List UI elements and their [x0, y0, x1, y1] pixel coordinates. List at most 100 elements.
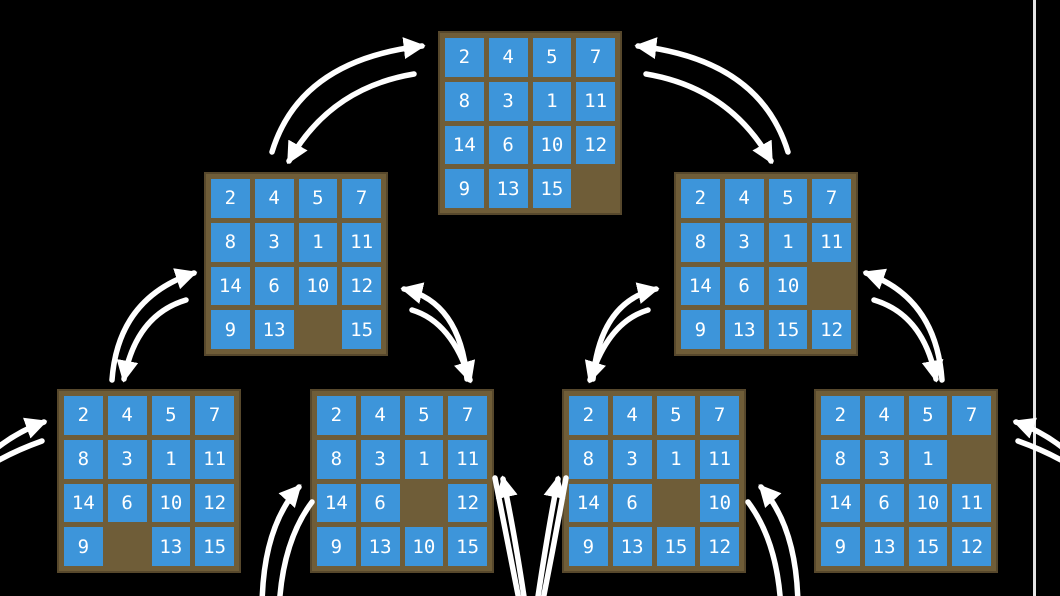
puzzle-tile-12: 12 [812, 310, 851, 349]
puzzle-tile-7: 7 [448, 396, 487, 435]
arrow-root-to-right-child [643, 71, 774, 165]
puzzle-tile-1: 1 [908, 439, 948, 479]
puzzle-tile-1: 1 [532, 81, 572, 121]
puzzle-tile-1: 1 [404, 439, 444, 479]
puzzle-tile-9: 9 [64, 527, 103, 566]
puzzle-tile-12: 12 [195, 483, 234, 523]
puzzle-tile-7: 7 [812, 179, 851, 218]
puzzle-tile-14: 14 [445, 125, 484, 165]
puzzle-tile-3: 3 [254, 222, 294, 262]
puzzle-tile-10: 10 [532, 125, 572, 165]
arrow-bottom1-to-left-child [109, 268, 198, 383]
puzzle-tile-5: 5 [404, 396, 444, 435]
puzzle-tile-2: 2 [821, 396, 860, 435]
puzzle-tile-1: 1 [656, 439, 696, 479]
blank-cell [952, 440, 991, 479]
puzzle-tile-15: 15 [342, 310, 381, 349]
arrow-offscreen-left-in [0, 417, 48, 450]
puzzle-tile-5: 5 [656, 396, 696, 435]
arrow-root-to-left-child [286, 71, 417, 165]
puzzle-tile-15: 15 [908, 527, 948, 566]
puzzle-tile-7: 7 [952, 396, 991, 435]
puzzle-tile-6: 6 [724, 266, 764, 306]
puzzle-tile-12: 12 [342, 266, 381, 306]
puzzle-tile-12: 12 [700, 527, 739, 566]
arrow-offscreen-right-out [1015, 438, 1060, 463]
puzzle-tile-14: 14 [317, 483, 356, 523]
puzzle-tile-10: 10 [700, 483, 739, 523]
puzzle-tile-15: 15 [195, 527, 234, 566]
puzzle-tile-5: 5 [298, 179, 338, 218]
arrow-center-up-toward-bottom3 [535, 475, 566, 596]
arrow-center-down-from-bottom2 [492, 475, 522, 596]
puzzle-tile-11: 11 [576, 81, 615, 121]
puzzle-tile-15: 15 [656, 527, 696, 566]
arrow-left-child-to-bottom1 [116, 297, 189, 383]
puzzle-tile-15: 15 [448, 527, 487, 566]
puzzle-tile-9: 9 [317, 527, 356, 566]
puzzle-tile-11: 11 [700, 439, 739, 479]
puzzle-tile-9: 9 [211, 310, 250, 349]
puzzle-tile-14: 14 [569, 483, 608, 523]
puzzle-tile-3: 3 [864, 439, 904, 479]
puzzle-tile-8: 8 [445, 81, 484, 121]
puzzle-tile-4: 4 [612, 396, 652, 435]
puzzle-tile-5: 5 [768, 179, 808, 218]
puzzle-tile-14: 14 [681, 266, 720, 306]
puzzle-tile-13: 13 [488, 169, 528, 208]
arrow-bottom4-to-right-child [862, 268, 945, 383]
puzzle-tile-5: 5 [532, 38, 572, 77]
puzzle-tile-13: 13 [612, 527, 652, 566]
puzzle-tile-4: 4 [724, 179, 764, 218]
puzzle-tile-3: 3 [724, 222, 764, 262]
puzzle-tile-9: 9 [569, 527, 608, 566]
puzzle-tile-3: 3 [107, 439, 147, 479]
puzzle-tile-10: 10 [768, 266, 808, 306]
puzzle-tile-2: 2 [211, 179, 250, 218]
puzzle-tile-4: 4 [488, 38, 528, 77]
puzzle-tile-7: 7 [700, 396, 739, 435]
puzzle-tile-8: 8 [821, 439, 860, 479]
puzzle-tile-8: 8 [317, 439, 356, 479]
puzzle-tile-1: 1 [768, 222, 808, 262]
puzzle-tile-3: 3 [612, 439, 652, 479]
puzzle-tile-7: 7 [195, 396, 234, 435]
puzzle-tile-7: 7 [342, 179, 381, 218]
arrow-gap34-up [758, 484, 801, 596]
puzzle-tile-4: 4 [360, 396, 400, 435]
puzzle-tile-5: 5 [908, 396, 948, 435]
arrow-center-up-toward-bottom2 [496, 475, 527, 596]
puzzle-tile-12: 12 [952, 527, 991, 566]
puzzle-tile-14: 14 [64, 483, 103, 523]
puzzle-tile-10: 10 [908, 483, 948, 523]
puzzle-tile-13: 13 [864, 527, 904, 566]
blank-cell [108, 527, 147, 566]
puzzle-tile-3: 3 [488, 81, 528, 121]
puzzle-tile-14: 14 [211, 266, 250, 306]
puzzle-tile-12: 12 [576, 125, 615, 165]
blank-cell [812, 267, 851, 306]
puzzle-tile-6: 6 [254, 266, 294, 306]
puzzle-tile-12: 12 [448, 483, 487, 523]
puzzle-tile-10: 10 [404, 527, 444, 566]
arrow-offscreen-left-out [0, 438, 45, 463]
puzzle-tile-4: 4 [107, 396, 147, 435]
puzzle-tile-13: 13 [724, 310, 764, 349]
blank-cell [576, 169, 615, 208]
blank-cell [657, 484, 696, 523]
puzzle-tile-8: 8 [64, 439, 103, 479]
puzzle-tile-11: 11 [342, 222, 381, 262]
arrow-offscreen-right-in [1012, 417, 1060, 450]
puzzle-tile-3: 3 [360, 439, 400, 479]
puzzle-tile-4: 4 [864, 396, 904, 435]
arrow-bottom2-to-left-child [400, 282, 470, 382]
arrow-right-child-to-root [634, 37, 791, 155]
puzzle-tile-11: 11 [952, 483, 991, 523]
